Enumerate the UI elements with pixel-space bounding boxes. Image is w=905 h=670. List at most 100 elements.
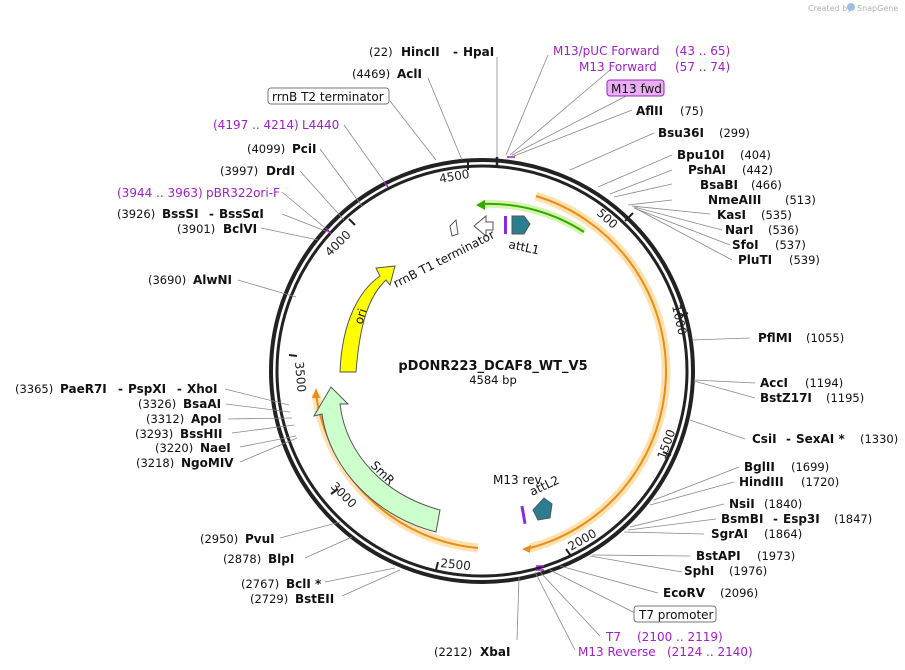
orange-arc-right — [529, 195, 667, 549]
site-name-bsaai: BsaAI — [183, 397, 221, 411]
site-name-hindiii: HindIII — [739, 475, 784, 489]
site-pos-bstz17i: (1195) — [826, 391, 864, 405]
site-pos-pvui: (2950) — [200, 532, 238, 546]
leader-lines — [224, 54, 756, 651]
site-sep-bsssi: - — [209, 207, 214, 221]
rrnb-t2-label-box — [267, 87, 390, 105]
site-name-sphi: SphI — [684, 564, 714, 578]
primer-name-l4440: L4440 — [302, 118, 339, 132]
rrnb-t1-label: rrnB T1 terminator — [391, 227, 497, 290]
site-name-hincii: HincII — [401, 45, 440, 59]
site-name-bsssi: BssSI — [162, 207, 199, 221]
site-pos-bglii: (1699) — [791, 460, 829, 474]
attl1-primer-mark — [504, 216, 507, 234]
site-name-csii: CsiI — [752, 432, 777, 446]
site-pos-bstapi: (1973) — [757, 549, 795, 563]
site-pos-ecorv: (2096) — [720, 586, 758, 600]
primer-range-t7: (2100 .. 2119) — [637, 630, 723, 644]
site-name-bsteii: BstEII — [295, 592, 334, 606]
site-pos-acci: (1194) — [805, 376, 843, 390]
attl2-box — [532, 497, 553, 521]
site-name-bpu10i: Bpu10I — [677, 148, 724, 162]
backbone-outer-ring — [269, 158, 695, 584]
tick-label-4500: 4500 — [438, 167, 471, 186]
site-name-alwni: AlwNI — [193, 273, 232, 287]
primer-name-t7: T7 — [605, 630, 621, 644]
primer-range-m13puc-forward: (43 .. 65) — [675, 44, 730, 58]
tick-mark-2500 — [435, 561, 439, 571]
site-pos-xbai: (2212) — [434, 645, 472, 659]
site-name-pflmi: PflMI — [758, 331, 792, 345]
site-name-bsabi: BsaBI — [700, 178, 738, 192]
attl1-label: attL1 — [507, 237, 540, 257]
t7-promoter-label-box — [633, 605, 717, 623]
ori-feature-arrow — [339, 265, 396, 373]
site-pos-bclvi: (3901) — [177, 222, 215, 236]
site-name-hpai: HpaI — [463, 45, 494, 59]
site-pos-drdi: (3997) — [220, 164, 258, 178]
tick-label-1000: 1000 — [669, 304, 690, 337]
rrnb-t2-label: rrnB T2 terminator — [272, 90, 384, 104]
site-pos-bsssi: (3926) — [117, 207, 155, 221]
site-name-bsshii: BssHII — [180, 427, 222, 441]
tick-label-2500: 2500 — [440, 556, 472, 573]
site-name-bsmbi: BsmBI — [721, 512, 763, 526]
primer-range-m13-forward: (57 .. 74) — [675, 60, 730, 74]
primer-name-pbr322ori-f: pBR322ori-F — [206, 186, 280, 200]
site-name-pvui: PvuI — [245, 532, 275, 546]
site-name-ecorv: EcoRV — [663, 586, 706, 600]
snapgene-logo-icon — [847, 3, 855, 11]
t7-promoter-label: T7 promoter — [638, 608, 714, 622]
m13-fwd-label-box — [606, 79, 665, 97]
site-pos-ngomiv: (3218) — [136, 456, 174, 470]
attl2-primer-mark — [520, 505, 527, 525]
attl1-arc — [481, 202, 585, 233]
site-pos-alwni: (3690) — [148, 273, 186, 287]
site-pos-pluti: (539) — [789, 253, 820, 267]
site-name-pluti: PluTI — [738, 253, 772, 267]
site-pos-nmeaiii: (513) — [785, 193, 816, 207]
site-pos-bcli: (2767) — [241, 577, 279, 591]
site-name-esp3i: Esp3I — [783, 512, 820, 526]
site-pos-hindiii: (1720) — [801, 475, 839, 489]
site-pos-sgrai: (1864) — [764, 527, 802, 541]
site-name-bsssai: BssSαI — [219, 207, 264, 221]
site-name-bclvi: BclVI — [223, 222, 257, 236]
primer-marks — [325, 156, 544, 571]
site-sep-pspxi: - — [177, 382, 182, 396]
site-pos-bsteii: (2729) — [250, 592, 288, 606]
m13-rev-label: M13 rev — [493, 473, 542, 487]
primer-name-m13-reverse: M13 Reverse — [578, 645, 656, 659]
site-name-bcli: BclI * — [286, 577, 322, 591]
site-pos-bpu10i: (404) — [740, 148, 771, 162]
plasmid-name: pDONR223_DCAF8_WT_V5 — [398, 359, 587, 374]
site-name-bsu36i: Bsu36I — [658, 126, 704, 140]
tick-label-4000: 4000 — [322, 228, 353, 259]
site-pos-bsaai: (3326) — [138, 397, 176, 411]
primer-range-pbr322ori-f: (3944 .. 3963) — [117, 186, 203, 200]
site-name-blpi: BlpI — [268, 552, 294, 566]
site-pos-pcii: (4099) — [247, 142, 285, 156]
site-sep-hincii: - — [453, 45, 458, 59]
attl1-arc-arrowhead — [476, 200, 485, 210]
site-pos-bsshii: (3293) — [135, 427, 173, 441]
tick-mark-3000 — [330, 488, 339, 495]
orange-arc-right-arrowhead — [522, 545, 531, 553]
site-pos-blpi: (2878) — [223, 552, 261, 566]
ori-label: ori — [352, 307, 370, 326]
site-pos-kasi: (535) — [761, 208, 792, 222]
rrnb-t1-terminator-arrow — [473, 214, 494, 238]
attl1-box — [511, 215, 531, 235]
site-name-pcii: PciI — [292, 142, 317, 156]
site-name-apoi: ApoI — [191, 412, 222, 426]
tick-label-3500: 3500 — [292, 361, 309, 393]
site-sep-csii: - — [786, 432, 791, 446]
tick-mark-1500 — [662, 451, 672, 456]
plasmid-size: 4584 bp — [469, 373, 517, 387]
site-name-pshai: PshAI — [688, 163, 726, 177]
credit-prefix: Created by — [808, 4, 852, 13]
site-name-naei: NaeI — [200, 441, 231, 455]
site-pos-naei: (3220) — [155, 441, 193, 455]
orange-arc-left-arrowhead — [312, 388, 320, 398]
